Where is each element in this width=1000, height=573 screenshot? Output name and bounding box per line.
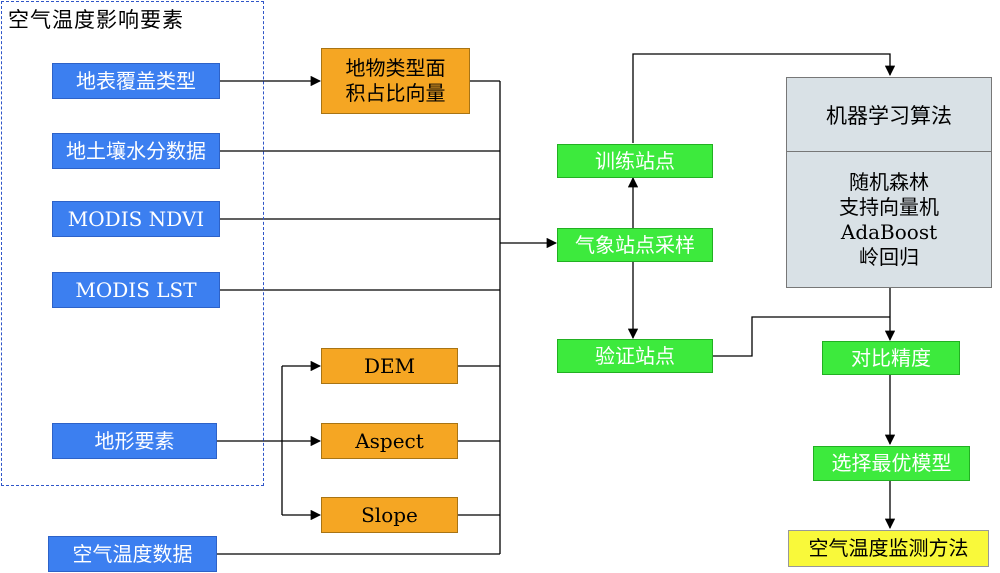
algorithm-adaboost: AdaBoost	[840, 219, 938, 244]
compare-accuracy-box: 对比精度	[822, 341, 960, 375]
dem-box: DEM	[321, 348, 458, 384]
land-type-area-vector-box: 地物类型面 积占比向量	[321, 48, 470, 114]
group-title: 空气温度影响要素	[8, 8, 184, 32]
land-vector-line2: 积占比向量	[345, 81, 446, 105]
algorithm-ridge-regression: 岭回归	[859, 244, 919, 269]
algorithm-svm: 支持向量机	[839, 194, 939, 219]
training-stations-box: 训练站点	[557, 144, 713, 178]
slope-box: Slope	[321, 497, 458, 533]
air-temperature-data-box: 空气温度数据	[48, 536, 217, 572]
modis-ndvi-box: MODIS NDVI	[52, 201, 220, 237]
land-cover-box: 地表覆盖类型	[52, 63, 220, 99]
ml-algorithm-title: 机器学习算法	[786, 77, 992, 152]
land-vector-line1: 地物类型面	[345, 56, 446, 80]
aspect-box: Aspect	[321, 423, 458, 459]
select-best-model-box: 选择最优模型	[813, 446, 970, 481]
terrain-factors-box: 地形要素	[52, 423, 217, 459]
soil-moisture-box: 地土壤水分数据	[52, 133, 220, 169]
algorithm-random-forest: 随机森林	[849, 169, 929, 194]
influence-factors-group	[1, 1, 264, 486]
validation-stations-box: 验证站点	[557, 339, 713, 373]
air-temperature-monitoring-method-box: 空气温度监测方法	[788, 530, 989, 567]
ml-algorithm-list: 随机森林 支持向量机 AdaBoost 岭回归	[786, 151, 992, 288]
modis-lst-box: MODIS LST	[52, 272, 220, 308]
station-sampling-box: 气象站点采样	[557, 228, 713, 262]
